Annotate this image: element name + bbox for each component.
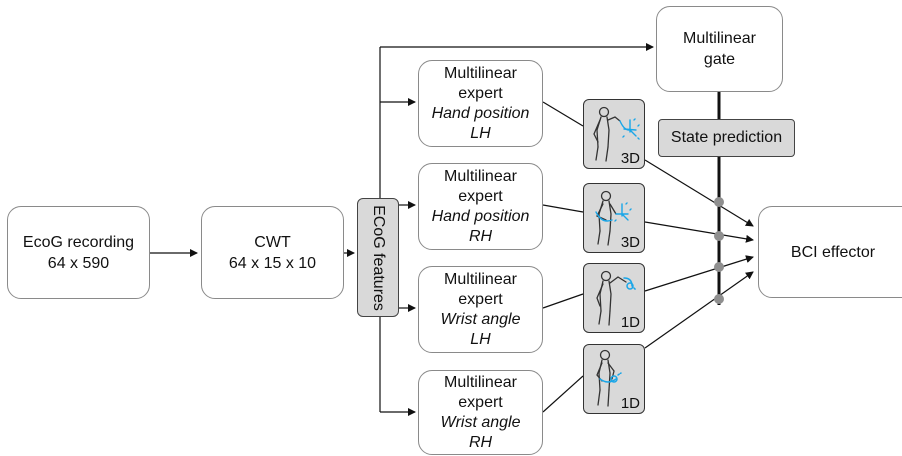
- ecog-features-box: ECoG features: [357, 198, 399, 317]
- thumbnail-hand-rh: 3D: [583, 183, 645, 253]
- state-prediction-label: State prediction: [670, 129, 783, 146]
- thumbnail-wrist-rh: 1D: [583, 344, 645, 414]
- figure-wrist-angle-icon: [596, 270, 637, 326]
- gate-junction: [714, 197, 724, 207]
- ecog-recording-box: EcoG recording 64 x 590: [7, 206, 150, 299]
- expert-box-3: Multilinear expert Wrist angle LH: [418, 266, 543, 353]
- figure-hand-position-icon: [595, 190, 633, 246]
- thumbnail-dimension: 1D: [620, 314, 640, 331]
- gate-junction: [714, 294, 724, 304]
- thumbnail-wrist-lh: 1D: [583, 263, 645, 333]
- cwt-label: CWT: [254, 233, 291, 251]
- ecog-features-label: ECoG features: [370, 204, 387, 311]
- figure-wrist-angle-icon: [596, 349, 622, 407]
- multilinear-gate-box: Multilinear gate: [656, 6, 783, 92]
- ecog-recording-size: 64 x 590: [47, 254, 110, 272]
- gate-junction: [714, 231, 724, 241]
- arrow-thumb-2-to-bci: [644, 221, 754, 243]
- gate-junction: [714, 262, 724, 272]
- state-prediction-box: State prediction: [658, 119, 795, 157]
- cwt-box: CWT 64 x 15 x 10: [201, 206, 344, 299]
- arrow-thumb-1-to-bci: [644, 159, 754, 227]
- expert-box-4: Multilinear expert Wrist angle RH: [418, 370, 543, 455]
- bci-effector-box: BCI effector: [758, 206, 902, 298]
- arrow-thumb-3-to-bci: [644, 255, 754, 292]
- bci-effector-label: BCI effector: [790, 243, 876, 261]
- thumbnail-dimension: 1D: [620, 395, 640, 412]
- thumbnail-dimension: 3D: [620, 150, 640, 167]
- expert-box-1: Multilinear expert Hand position LH: [418, 60, 543, 147]
- thumbnail-hand-lh: 3D: [583, 99, 645, 169]
- ecog-recording-label: EcoG recording: [22, 233, 135, 251]
- thumbnail-dimension: 3D: [620, 234, 640, 251]
- cwt-size: 64 x 15 x 10: [228, 254, 317, 272]
- arrow-thumb-4-to-bci: [644, 271, 754, 349]
- figure-hand-position-icon: [593, 106, 641, 162]
- expert-box-2: Multilinear expert Hand position RH: [418, 163, 543, 250]
